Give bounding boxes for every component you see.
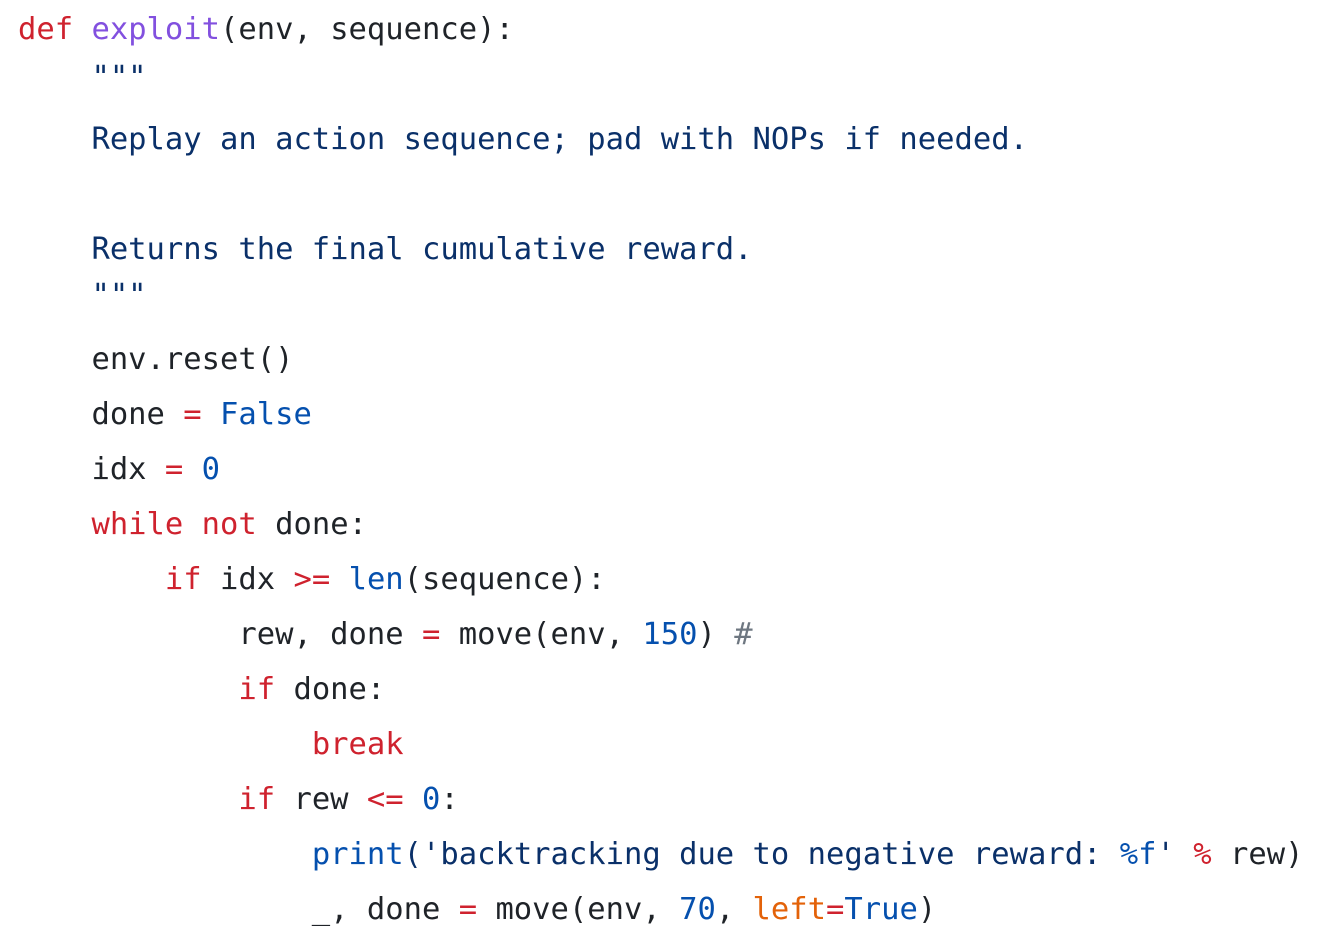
code-token — [183, 452, 201, 487]
code-token: (sequence): — [403, 562, 606, 597]
code-token: move(env, — [440, 617, 643, 652]
code-token: # — [734, 617, 753, 652]
code-line: print('backtracking due to negative rewa… — [18, 827, 1304, 882]
code-token: if — [164, 562, 202, 597]
code-token: % — [1193, 837, 1212, 872]
code-line: done = False — [18, 387, 312, 442]
code-line: while not done: — [18, 497, 367, 552]
code-line: Replay an action sequence; pad with NOPs… — [18, 112, 1028, 167]
code-token: if — [238, 782, 276, 817]
code-token: not — [201, 507, 257, 542]
code-line: _, done = move(env, 70, left=True) — [18, 882, 936, 937]
code-token: ('backtracking due to negative reward: — [403, 837, 1120, 872]
code-token: rew, done — [18, 617, 422, 652]
code-token: rew) — [1211, 837, 1304, 872]
code-token — [73, 12, 91, 47]
code-token: = — [164, 452, 184, 487]
code-line: env.reset() — [18, 332, 293, 387]
code-token: = — [421, 617, 441, 652]
code-token: <= — [366, 782, 404, 817]
code-token: exploit — [91, 12, 221, 47]
code-token — [18, 672, 238, 707]
code-line: break — [18, 717, 404, 772]
code-token: if — [238, 672, 276, 707]
code-token: 70 — [679, 892, 716, 927]
code-token: rew — [275, 782, 367, 817]
code-line: if done: — [18, 662, 385, 717]
code-line: idx = 0 — [18, 442, 220, 497]
code-line: if idx >= len(sequence): — [18, 552, 606, 607]
code-token: done: — [256, 507, 367, 542]
code-token: >= — [293, 562, 331, 597]
code-token: 150 — [642, 617, 698, 652]
code-token: """ — [18, 60, 147, 95]
code-token — [18, 727, 312, 762]
code-token: (env, sequence): — [220, 12, 514, 47]
code-token: done — [18, 397, 184, 432]
code-token: print — [311, 837, 404, 872]
code-token: def — [18, 12, 74, 47]
code-token: = — [826, 892, 845, 927]
code-token: env.reset() — [18, 342, 294, 377]
code-token: = — [183, 397, 202, 432]
code-token: , — [715, 892, 753, 927]
code-token — [18, 837, 312, 872]
code-block: def exploit(env, sequence): """ Replay a… — [18, 0, 1308, 939]
code-line: rew, done = move(env, 150) # — [18, 607, 753, 662]
code-token: True — [844, 892, 918, 927]
code-token: len — [348, 562, 404, 597]
code-token — [404, 782, 422, 817]
code-line: """ — [18, 50, 147, 105]
code-token — [18, 562, 165, 597]
code-token: left — [752, 892, 826, 927]
code-token: ) — [917, 892, 937, 927]
code-token — [202, 397, 220, 432]
code-token: move(env, — [477, 892, 680, 927]
code-line: Returns the final cumulative reward. — [18, 222, 753, 277]
code-token: 0 — [201, 452, 221, 487]
code-token: idx — [201, 562, 294, 597]
code-token: _, done — [18, 892, 459, 927]
code-token — [18, 507, 91, 542]
code-token — [18, 782, 238, 817]
code-line: if rew <= 0: — [18, 772, 459, 827]
code-token: idx — [18, 452, 165, 487]
code-token — [183, 507, 201, 542]
code-token: done: — [275, 672, 386, 707]
code-token: Returns the final cumulative reward. — [18, 232, 753, 267]
code-line: """ — [18, 268, 147, 323]
code-token: 0 — [422, 782, 441, 817]
code-token: %f — [1119, 837, 1157, 872]
code-token: break — [311, 727, 404, 762]
code-token: ' — [1156, 837, 1175, 872]
code-token: while — [91, 507, 184, 542]
code-line: def exploit(env, sequence): — [18, 2, 514, 57]
code-token: Replay an action sequence; pad with NOPs… — [18, 122, 1028, 157]
code-token: """ — [18, 278, 147, 313]
code-token: : — [440, 782, 459, 817]
code-token — [1175, 837, 1193, 872]
code-token: ) — [697, 617, 735, 652]
code-token — [330, 562, 348, 597]
code-token: = — [458, 892, 478, 927]
code-token: False — [220, 397, 312, 432]
